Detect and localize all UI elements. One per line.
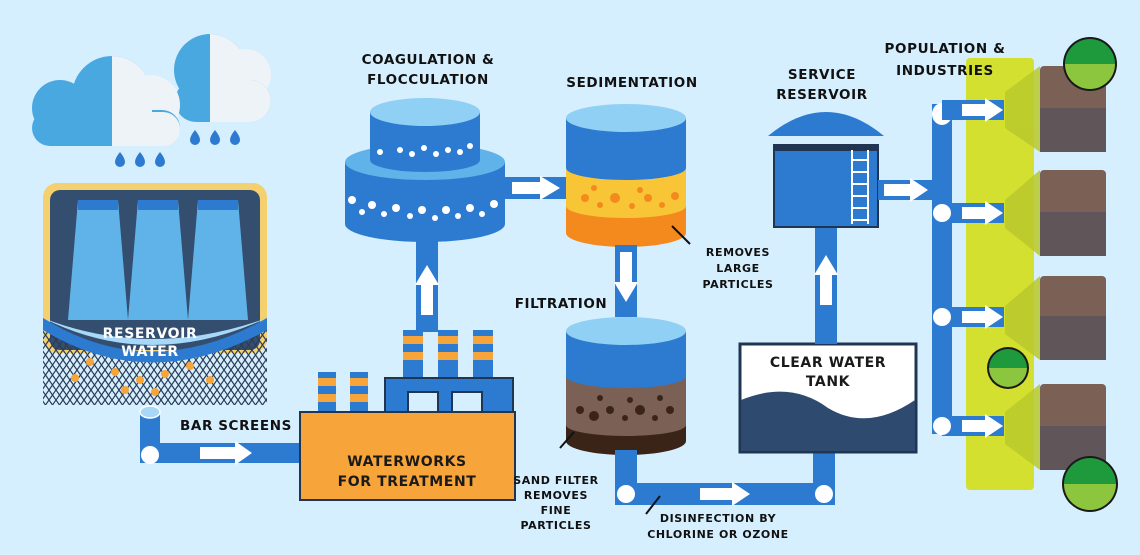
coagulation-label-2: FLOCCULATION [367,72,489,88]
filtration-tank: FILTRATION SAND FILTER REMOVES FINE PART… [513,296,686,532]
ladder-icon [851,150,869,224]
pipe-to-sedimentation [505,176,570,200]
reservoir-water-label-2: WATER [121,344,178,360]
flow-arrow-icon [415,265,439,315]
population-label-2: INDUSTRIES [896,63,994,79]
sand-filter-label-4: PARTICLES [520,519,591,532]
clear-water-tank: CLEAR WATER TANK [738,342,918,454]
removes-large-label-3: PARTICLES [702,278,773,291]
coagulation-tank: COAGULATION & FLOCCULATION [345,52,505,242]
raindrops-icon [115,130,240,167]
waterworks-label-2: FOR TREATMENT [338,474,477,490]
waterworks-factory: WATERWORKS FOR TREATMENT [299,330,516,501]
flow-arrow-icon [814,255,838,305]
removes-large-label-2: LARGE [716,262,760,275]
disinfection-label-2: CHLORINE OR OZONE [647,528,789,541]
building [1040,170,1106,256]
reservoir-water-label-1: RESERVOIR [103,326,198,342]
flow-arrow-icon [512,176,560,200]
service-reservoir-label-2: RESERVOIR [776,87,867,103]
pipe-to-service-reservoir [814,226,838,344]
sand-filter-label-3: FINE [541,504,572,517]
coagulation-label-1: COAGULATION & [362,52,495,68]
clouds-icon [32,34,271,167]
intake-pipe: BAR SCREENS [139,405,310,465]
branch-pipes [933,98,1004,438]
sand-filter-label-2: REMOVES [524,489,588,502]
population-label-1: POPULATION & [885,41,1006,57]
chimneys [318,330,493,412]
service-reservoir: SERVICE RESERVOIR [768,67,884,228]
sand-particles-icon [576,395,674,421]
sediment-dots [71,358,214,396]
clear-water-label-2: TANK [806,374,851,390]
pipe-to-coagulation [415,228,439,332]
building [1040,276,1106,360]
service-reservoir-label-1: SERVICE [788,67,856,83]
bubbles-icon [348,143,498,221]
flow-arrow-icon [884,178,928,202]
tree-icon [1063,37,1117,91]
tree-icon [1062,456,1118,512]
tree-icon [987,347,1029,389]
sedimentation-tank: SEDIMENTATION REMOVES LARGE PARTICLES [566,75,773,291]
sand-filter-label-1: SAND FILTER [513,474,599,487]
sedimentation-label: SEDIMENTATION [566,75,698,91]
distribution-pipes [878,103,952,434]
bar-screens-label: BAR SCREENS [180,418,292,434]
reservoir-dam: RESERVOIR WATER [43,183,267,405]
pipe-to-filtration [614,245,638,317]
particles-icon [581,185,679,209]
disinfection-pipe: DISINFECTION BY CHLORINE OR OZONE [615,445,835,541]
population-industries: POPULATION & INDUSTRIES [885,37,1118,512]
removes-large-label-1: REMOVES [706,246,770,259]
flow-arrow-icon [200,441,252,465]
clear-water-label-1: CLEAR WATER [770,355,886,371]
filtration-label: FILTRATION [515,296,608,312]
flow-arrow-icon [700,482,750,506]
flow-arrow-icon [614,252,638,302]
disinfection-label-1: DISINFECTION BY [660,512,777,525]
waterworks-label-1: WATERWORKS [347,454,467,470]
